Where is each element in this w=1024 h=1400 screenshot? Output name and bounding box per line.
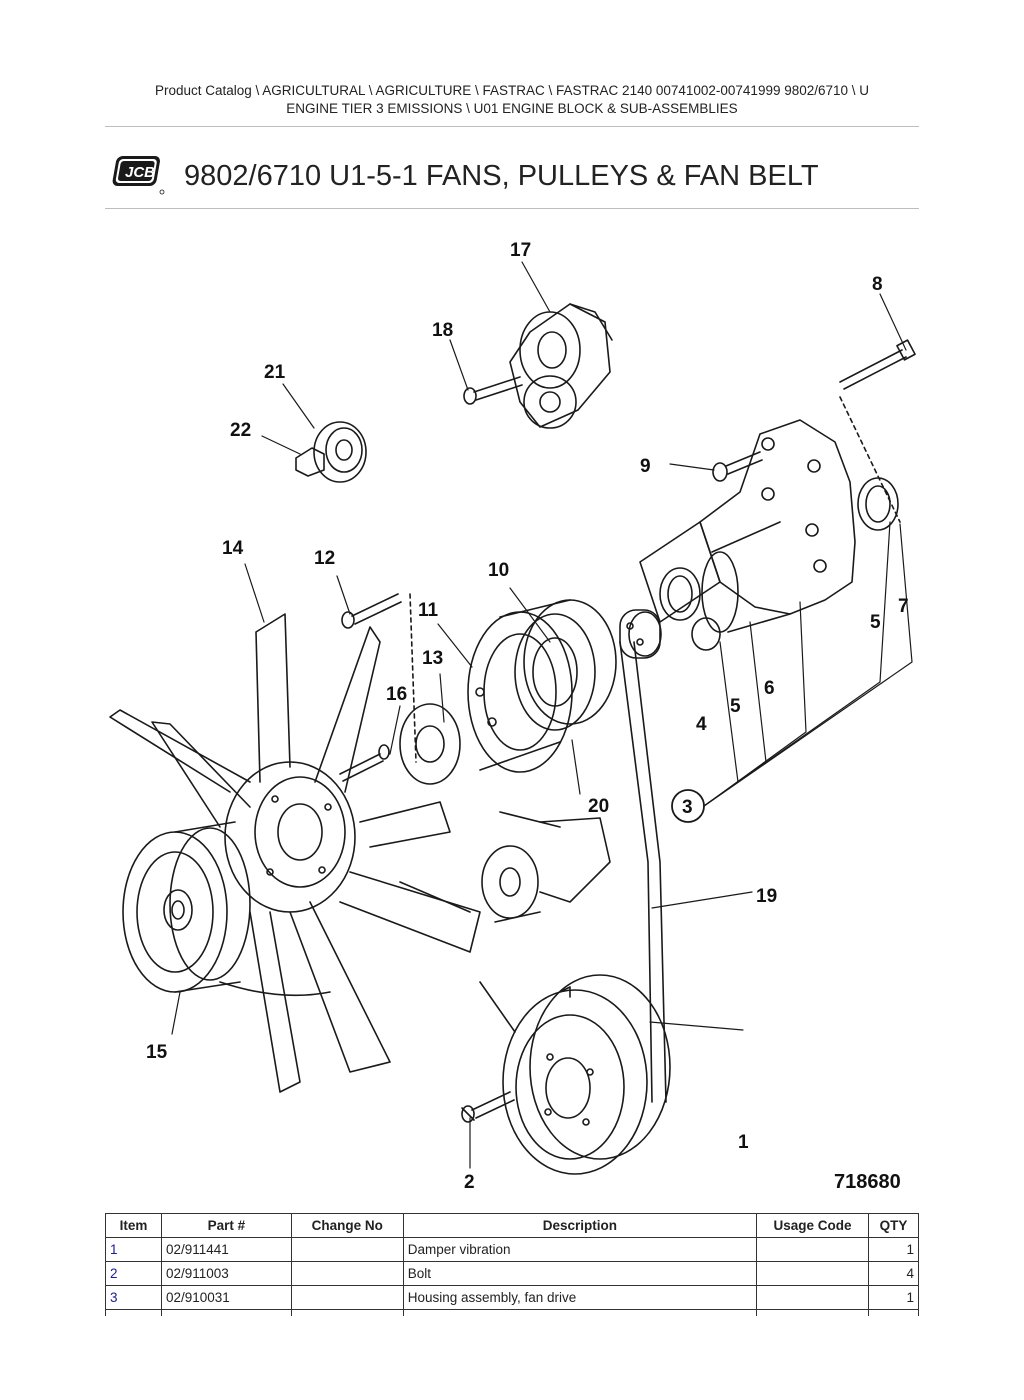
quantity: 1 (867, 1285, 920, 1310)
callout-18[interactable]: 18 (432, 320, 453, 341)
callout-5-right[interactable]: 5 (870, 612, 881, 633)
fan-drive-housing (639, 419, 856, 633)
callout-17[interactable]: 17 (510, 240, 531, 261)
change-no (290, 1285, 404, 1310)
column-header-item: Item (105, 1213, 162, 1238)
callout-10[interactable]: 10 (488, 560, 509, 581)
usage-code (756, 1237, 869, 1262)
diagram-reference-number: 718680 (834, 1171, 901, 1193)
column-header-usage-code: Usage Code (756, 1213, 869, 1238)
table-row: 2 02/911003 Bolt 4 (105, 1261, 920, 1286)
drive-shaft (619, 567, 721, 659)
callout-15[interactable]: 15 (146, 1042, 168, 1063)
exploded-parts-diagram: 17 8 18 21 22 9 14 12 10 11 13 16 7 5 6 … (100, 222, 924, 1202)
usage-code (756, 1261, 869, 1286)
pulley-assembly (399, 599, 617, 785)
housing-bolt (712, 451, 763, 482)
column-header-change-no: Change No (290, 1213, 404, 1238)
item-number-link[interactable]: 1 (105, 1237, 162, 1262)
description: Housing assembly, fan drive (402, 1285, 758, 1310)
column-header-part: Part # (160, 1213, 292, 1238)
callout-9[interactable]: 9 (640, 456, 651, 477)
callout-4[interactable]: 4 (696, 714, 707, 735)
callout-8[interactable]: 8 (872, 274, 883, 295)
logo-text: JCB (125, 164, 155, 181)
callout-6[interactable]: 6 (764, 678, 775, 699)
callout-11[interactable]: 11 (418, 600, 439, 621)
idler-pulley-upper (295, 421, 367, 483)
parts-table-header: Item Part # Change No Description Usage … (105, 1213, 920, 1238)
change-no (290, 1261, 404, 1286)
fan-bolt-16 (339, 744, 390, 782)
description: Bolt (402, 1261, 758, 1286)
title-divider (105, 208, 919, 209)
callout-22[interactable]: 22 (230, 420, 251, 441)
damper-bolt (461, 1091, 515, 1123)
callout-20[interactable]: 20 (588, 796, 609, 817)
circlip-ring (857, 477, 899, 531)
callout-12[interactable]: 12 (314, 548, 335, 569)
change-no (290, 1237, 404, 1262)
column-header-description: Description (402, 1213, 758, 1238)
parts-table: Item Part # Change No Description Usage … (105, 1213, 920, 1316)
table-row: 1 02/911441 Damper vibration 1 (105, 1237, 920, 1262)
belt-tensioner (509, 303, 613, 429)
cooling-fan (109, 613, 481, 1093)
callout-1[interactable]: 1 (738, 1132, 749, 1153)
page-title: 9802/6710 U1-5-1 FANS, PULLEYS & FAN BEL… (184, 160, 819, 192)
viscous-fan-coupling (122, 821, 251, 993)
callout-19[interactable]: 19 (756, 886, 777, 907)
table-row: 3 02/910031 Housing assembly, fan drive … (105, 1285, 920, 1310)
header-divider (105, 126, 919, 127)
breadcrumb-line-1: Product Catalog \ AGRICULTURAL \ AGRICUL… (154, 83, 870, 98)
part-number: 02/911003 (160, 1261, 292, 1286)
usage-code (756, 1285, 869, 1310)
jcb-logo: JCB (108, 150, 168, 198)
column-header-qty: QTY (867, 1213, 920, 1238)
idler-pulley (481, 811, 611, 923)
leader-lines (171, 261, 913, 1169)
part-number: 02/910031 (160, 1285, 292, 1310)
callout-13[interactable]: 13 (422, 648, 443, 669)
breadcrumb: Product Catalog \ AGRICULTURAL \ AGRICUL… (105, 82, 919, 118)
quantity: 4 (867, 1261, 920, 1286)
quantity: 1 (867, 1237, 920, 1262)
callout-2[interactable]: 2 (464, 1172, 475, 1193)
item-number-link[interactable]: 2 (105, 1261, 162, 1286)
callout-7[interactable]: 7 (898, 596, 909, 617)
callout-5-left[interactable]: 5 (730, 696, 741, 717)
callout-16[interactable]: 16 (386, 684, 407, 705)
breadcrumb-line-2: ENGINE TIER 3 EMISSIONS \ U01 ENGINE BLO… (286, 101, 738, 116)
callout-14[interactable]: 14 (222, 538, 244, 559)
callout-21[interactable]: 21 (264, 362, 286, 383)
description: Damper vibration (402, 1237, 758, 1262)
item-number-link[interactable]: 3 (105, 1285, 162, 1310)
callout-3[interactable]: 3 (682, 797, 693, 818)
vibration-damper (502, 974, 671, 1175)
tensioner-bolt (463, 376, 523, 405)
pulley-bolt-12 (341, 593, 417, 763)
part-number: 02/911441 (160, 1237, 292, 1262)
table-row-partial (105, 1309, 920, 1316)
fan-belt (399, 641, 667, 1103)
